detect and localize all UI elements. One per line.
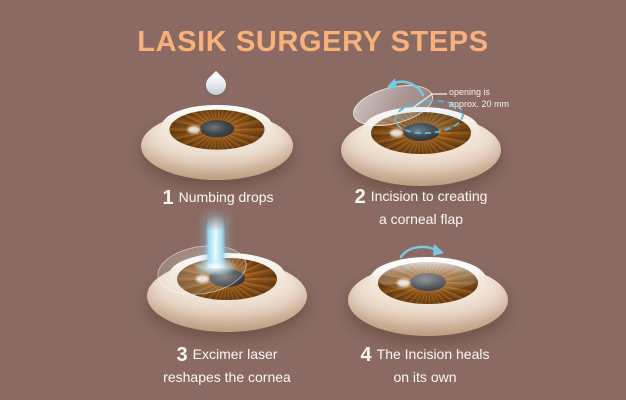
annotation-label: opening is approx. 20 mm [449,87,509,110]
annotation-connector-line [409,93,447,111]
flap-close-arrow-icon [399,244,444,259]
eye-iris [169,109,265,150]
droplet-icon [201,70,231,100]
eye-illustration-1 [141,104,293,182]
eye-pupil [199,120,235,138]
eye-highlight [390,129,403,137]
step-2-number: 2 [354,186,366,208]
step-3-text-line2: reshapes the cornea [163,369,291,386]
step-1-number: 1 [162,187,174,209]
eye-pupil [403,123,439,141]
page-title: LASIK SURGERY STEPS [137,26,489,58]
flap-lift-arrow-icon [387,78,425,97]
step-4-number: 4 [360,344,372,366]
step-2-text: Incision to creating [370,188,488,204]
eye-highlight [196,275,209,283]
eye-highlight [187,125,200,134]
step-4-text: The Incision heals [376,346,490,362]
annotation-line1: opening is [449,87,491,97]
step-3-number: 3 [176,344,188,366]
step-3-text: Excimer laser [192,346,278,362]
step-4-text-line2: on its own [393,369,457,386]
eye-illustration-2 [341,106,501,188]
annotation-line2: approx. 20 mm [449,98,510,109]
laser-beam [193,215,238,276]
corneal-flap-healing [374,258,480,292]
step-2-text-line2: a corneal flap [378,211,464,228]
step-1-text: Numbing drops [178,189,274,205]
